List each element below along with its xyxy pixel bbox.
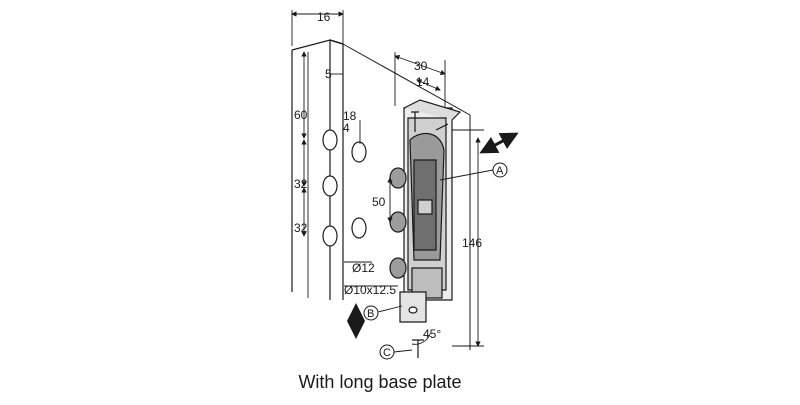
callout-leaders bbox=[377, 169, 494, 353]
figure-caption: With long base plate bbox=[298, 372, 462, 392]
dowel-3 bbox=[389, 257, 407, 279]
callout-b: B bbox=[367, 308, 374, 320]
dim-hole-diameter: Ø12 bbox=[352, 261, 375, 275]
dim-hole-pitch-2: 32 bbox=[294, 221, 308, 235]
dim-plate-offset: 14 bbox=[416, 75, 430, 89]
dim-top-spacing: 60 bbox=[294, 108, 308, 122]
motion-arrows bbox=[347, 132, 519, 339]
hole-5 bbox=[351, 217, 367, 239]
callout-a: A bbox=[496, 165, 504, 177]
screws bbox=[411, 111, 449, 358]
dim-plate-height: 146 bbox=[462, 236, 482, 250]
dim-drill-inset: 4 bbox=[343, 121, 350, 135]
hole-4 bbox=[351, 141, 367, 163]
dim-slot-size: Ø10x12.5 bbox=[344, 283, 396, 297]
callout-circles bbox=[363, 162, 508, 360]
hole-3 bbox=[322, 225, 338, 247]
dim-top-width: 16 bbox=[317, 10, 331, 24]
horizontal-adjust-arrow bbox=[479, 132, 519, 154]
dim-drill-offset: 18 bbox=[343, 109, 357, 123]
bottom-screw bbox=[412, 339, 424, 358]
bottom-clip bbox=[399, 291, 427, 323]
dim-screw-spacing: 50 bbox=[372, 195, 386, 209]
dim-plate-width: 30 bbox=[414, 59, 428, 73]
drill-holes bbox=[322, 129, 367, 247]
dowels bbox=[389, 167, 407, 279]
dim-hole-pitch-1: 32 bbox=[294, 177, 308, 191]
hole-1 bbox=[322, 129, 338, 151]
dim-edge-offset: 5 bbox=[325, 67, 332, 81]
top-screw-1 bbox=[411, 111, 419, 132]
dim-angle: 45° bbox=[423, 327, 441, 341]
dowel-1 bbox=[389, 167, 407, 189]
top-screw-2 bbox=[435, 123, 449, 131]
hole-2 bbox=[322, 175, 338, 197]
base-plate bbox=[403, 99, 462, 301]
callout-c: C bbox=[383, 347, 391, 359]
dowel-2 bbox=[389, 211, 407, 233]
